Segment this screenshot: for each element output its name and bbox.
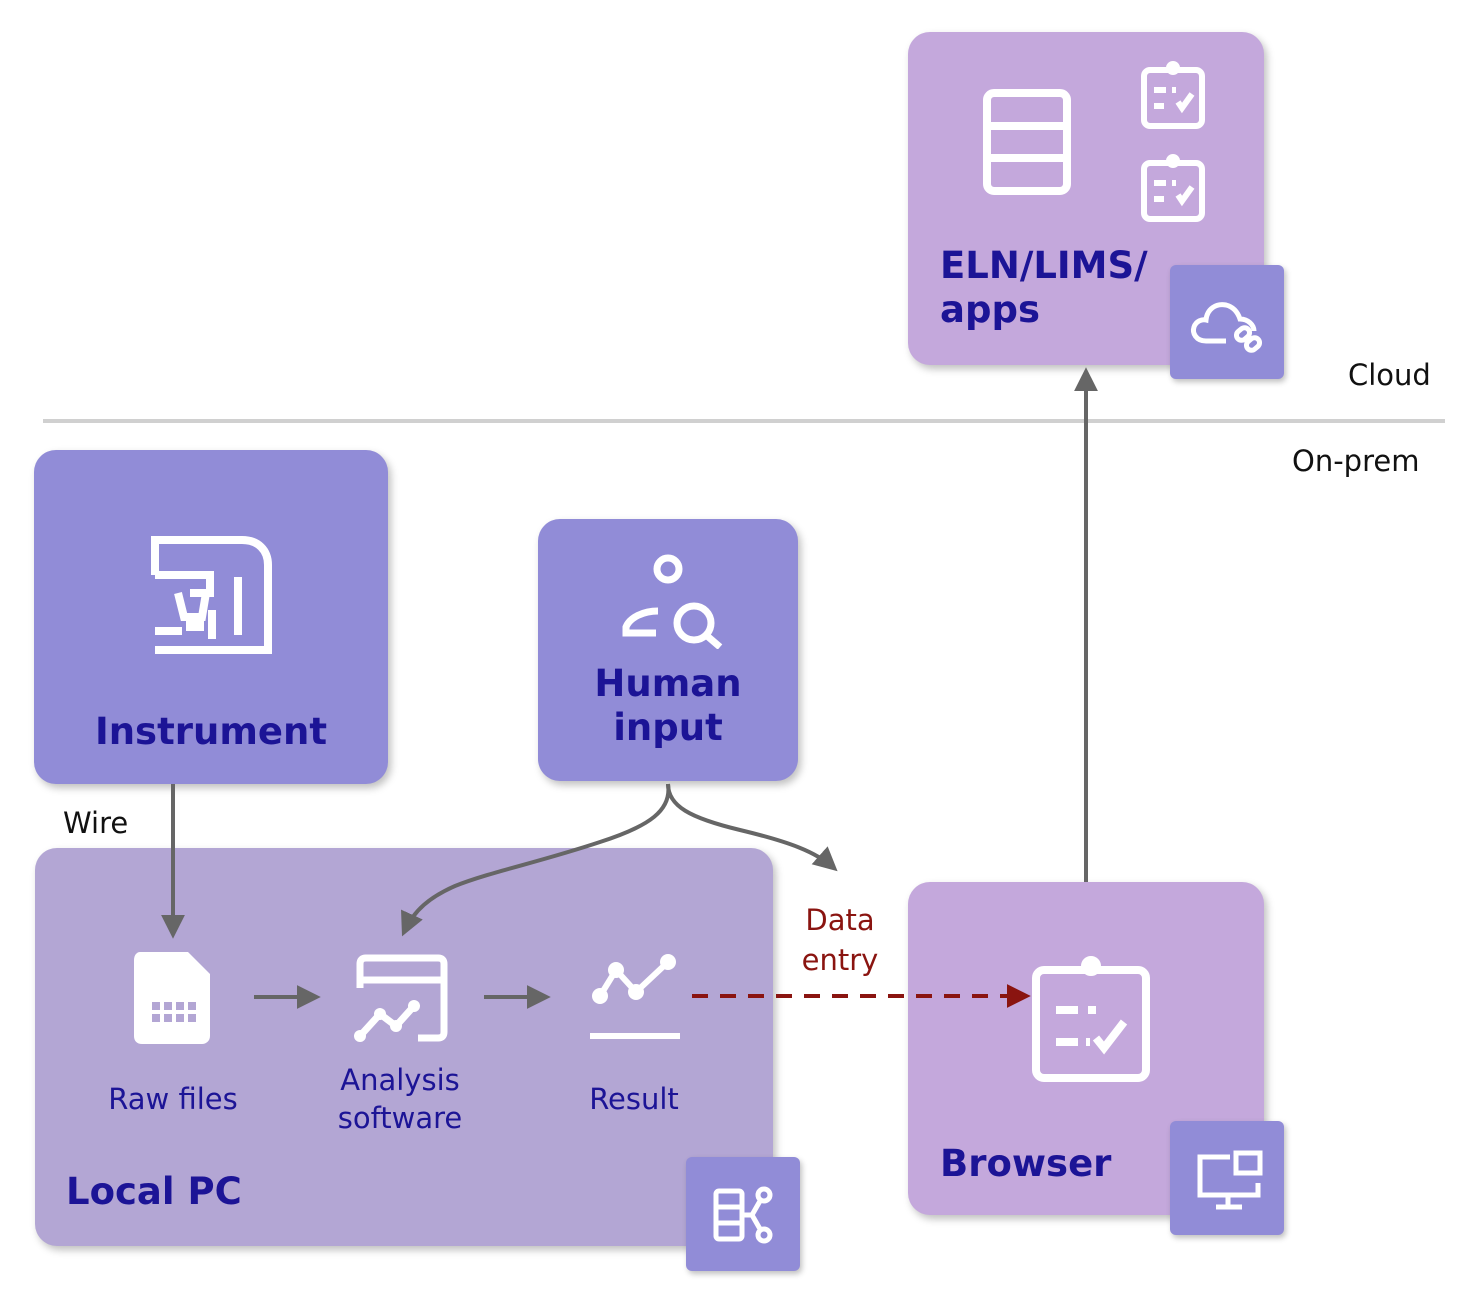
database-icon xyxy=(983,89,1071,195)
desktop-badge xyxy=(1170,1121,1284,1235)
browser-label: Browser xyxy=(940,1142,1112,1185)
clipboard-icon xyxy=(1141,61,1205,129)
human-input-box xyxy=(538,519,798,781)
result-label: Result xyxy=(589,1082,679,1116)
result-line-chart-icon xyxy=(590,954,680,1039)
onprem-zone-label: On-prem xyxy=(1292,444,1420,478)
human-to-data-entry-arrow xyxy=(666,783,838,872)
instrument-label: Instrument xyxy=(94,710,328,753)
analysis-chart-icon xyxy=(354,954,448,1042)
human-input-label: Human input xyxy=(538,662,798,750)
analysis-software-label: Analysis software xyxy=(300,1061,500,1137)
desktop-icon xyxy=(1197,1150,1263,1210)
clipboard-icon xyxy=(1032,956,1150,1082)
cloud-badge xyxy=(1170,265,1284,379)
analysis-software-label-line1: Analysis xyxy=(340,1063,460,1097)
human-to-analysis-arrow xyxy=(401,783,671,937)
clipboard-icon xyxy=(1141,154,1205,222)
raw-files-label: Raw files xyxy=(108,1082,238,1116)
eln-lims-label-line2: apps xyxy=(940,288,1040,331)
wire-label: Wire xyxy=(63,806,129,840)
data-entry-label: Data entry xyxy=(780,900,900,980)
eln-lims-label: ELN/LIMS/ apps xyxy=(940,244,1148,332)
server-network-icon xyxy=(713,1186,773,1244)
human-search-icon xyxy=(622,554,723,649)
cloud-link-icon xyxy=(1191,302,1263,353)
eln-lims-label-line1: ELN/LIMS/ xyxy=(940,244,1148,287)
data-entry-label-line1: Data xyxy=(805,903,875,937)
human-input-label-line2: input xyxy=(613,706,723,749)
server-badge xyxy=(686,1157,800,1271)
analysis-software-label-line2: software xyxy=(337,1101,463,1135)
human-input-label-line1: Human xyxy=(594,662,742,705)
instrument-icon xyxy=(151,536,272,654)
data-entry-label-line2: entry xyxy=(801,943,879,977)
cloud-zone-label: Cloud xyxy=(1348,358,1431,392)
raw-file-icon xyxy=(134,952,210,1044)
local-pc-label: Local PC xyxy=(66,1170,242,1213)
